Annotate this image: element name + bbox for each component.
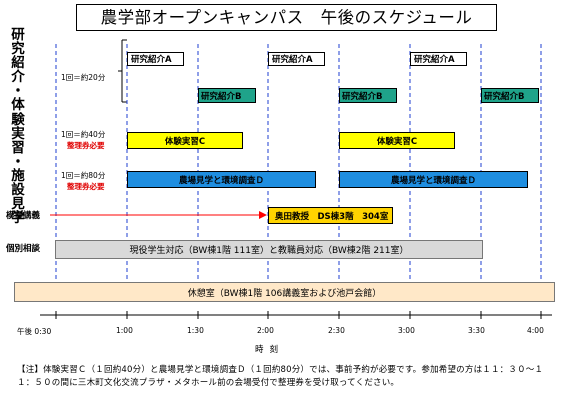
side-label-char: 施 bbox=[11, 167, 25, 184]
row-label-mock: 模擬講義 bbox=[6, 211, 41, 221]
intro-a-box-3: 研究紹介A bbox=[410, 52, 467, 66]
tick-label: 午後 0:30 bbox=[17, 327, 52, 336]
tick-label: 2:30 bbox=[328, 326, 345, 335]
side-label-char: 設 bbox=[11, 182, 25, 199]
side-label-char: ・ bbox=[11, 153, 25, 170]
tick-label: 1:00 bbox=[116, 326, 133, 335]
intro-b-box-1: 研究紹介B bbox=[198, 88, 256, 103]
exp-c-box-1: 体験実習C bbox=[127, 132, 243, 149]
intro-a-box-2: 研究紹介A bbox=[268, 52, 325, 66]
consultation-box: 現役学生対応（BW棟1階 111室）と教職員対応（BW棟2階 211室） bbox=[55, 240, 483, 259]
intro-b-box-2: 研究紹介B bbox=[339, 88, 397, 103]
rest-room-box: 休憩室（BW棟1階 106講義室および池戸会館） bbox=[14, 282, 555, 302]
mock-lecture-box: 奥田教授 DS棟3階 304室 bbox=[268, 207, 393, 224]
side-label-char: 紹 bbox=[11, 55, 25, 72]
footnote: 【注】体験実習Ｃ（１回約40分）と農場見学と環境調査Ｄ（１回約80分）では、事前… bbox=[17, 365, 544, 388]
note-ticket-d: 整理券必要 bbox=[67, 182, 105, 191]
page-title: 農学部オープンキャンパス 午後のスケジュール bbox=[76, 4, 497, 31]
side-label-char: 介 bbox=[11, 69, 25, 86]
side-label-char: 実 bbox=[11, 125, 25, 142]
row-label-consultation: 個別相談 bbox=[6, 244, 41, 254]
side-label-char: ・ bbox=[11, 83, 25, 100]
side-label-char: 研 bbox=[11, 27, 25, 43]
farm-d-box-1: 農場見学と環境調査Ｄ bbox=[127, 171, 316, 188]
side-label-char: 究 bbox=[11, 41, 25, 58]
tick-label: 3:00 bbox=[398, 326, 415, 335]
side-label-char: 学 bbox=[11, 210, 25, 227]
x-axis-label: 時刻 bbox=[255, 345, 285, 355]
note-per40: 1回＝約40分 bbox=[61, 130, 106, 139]
side-label-char: 見 bbox=[11, 196, 25, 213]
note-ticket-c: 整理券必要 bbox=[67, 141, 105, 150]
tick-label: 3:30 bbox=[468, 326, 485, 335]
side-label: 研究紹介・体験実習・施設見学 bbox=[5, 28, 31, 225]
side-label-char: 習 bbox=[11, 139, 25, 156]
exp-c-box-2: 体験実習C bbox=[339, 132, 455, 149]
note-per80: 1回＝約80分 bbox=[61, 171, 106, 180]
tick-label: 1:30 bbox=[187, 326, 204, 335]
side-label-char: 体 bbox=[11, 97, 25, 114]
arrow-head bbox=[259, 211, 267, 219]
note-per20: 1回＝約20分 bbox=[61, 73, 106, 82]
tick-label: 4:00 bbox=[527, 326, 544, 335]
tick-label: 2:00 bbox=[257, 326, 274, 335]
side-label-char: 験 bbox=[11, 111, 25, 128]
intro-a-box-1: 研究紹介A bbox=[127, 52, 184, 66]
farm-d-box-2: 農場見学と環境調査Ｄ bbox=[339, 171, 528, 188]
intro-b-box-3: 研究紹介B bbox=[481, 88, 539, 103]
